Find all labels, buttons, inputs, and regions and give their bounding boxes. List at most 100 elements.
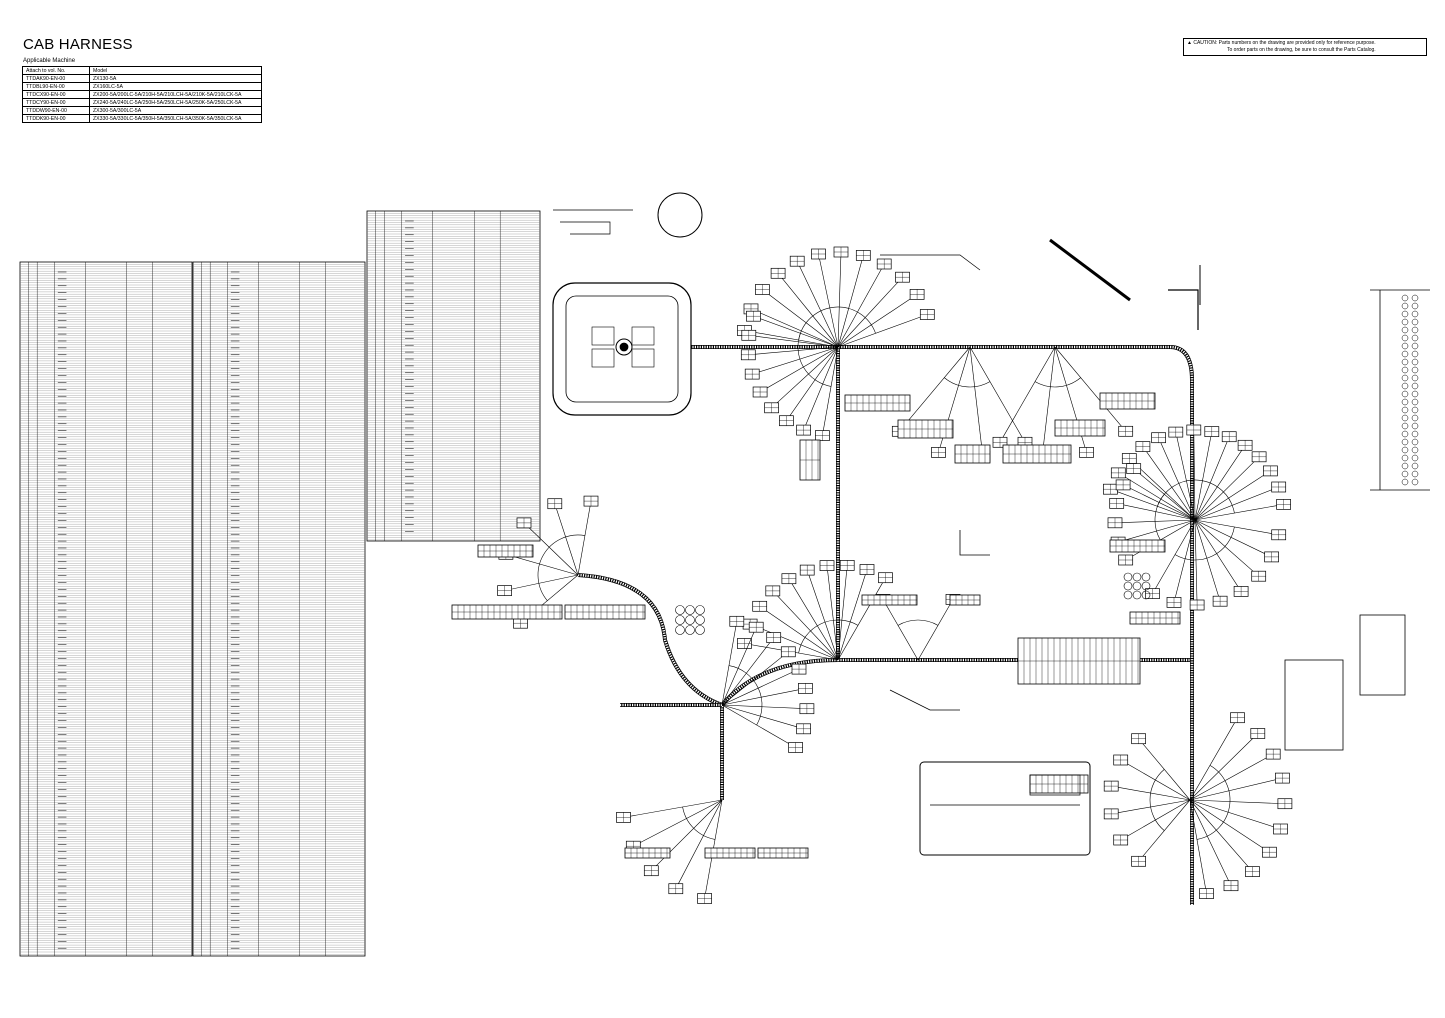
terminal [1411,446,1419,454]
connector-pins [895,272,910,283]
branch-wire [1054,346,1087,453]
branch-wire [1194,504,1284,521]
connector-pins [729,616,744,627]
connector-pins [1151,432,1166,443]
terminal [1401,310,1409,318]
branch-wire [777,273,839,348]
connector-block-grid [955,445,990,463]
connector-pins [815,430,830,441]
branch-wire [721,627,757,706]
branch-wire [1138,799,1191,862]
terminal [1401,318,1409,326]
terminal [1401,294,1409,302]
branch-wire [721,637,774,706]
terminal [1401,326,1409,334]
connector-pins [513,618,528,629]
connector-pins [1079,447,1094,458]
branch-wire [1189,799,1232,886]
connector-cavity [631,326,655,346]
warning-triangle-icon: ▲ [1187,40,1192,46]
branch-wire [1189,799,1253,872]
fan-arc [682,806,716,840]
clamp-detail-2 [959,530,990,556]
branch-wire [1194,519,1272,558]
connector-pins [1145,588,1160,599]
branch-wire [806,570,839,661]
terminal [1411,462,1419,470]
connector-block-grid [950,595,980,605]
connector-pins [1230,712,1245,723]
branch-wire [753,315,839,348]
branch-wire [1194,519,1198,606]
terminal [1401,414,1409,422]
terminal [1411,318,1419,326]
terminal [1411,382,1419,390]
grommet [1123,572,1133,582]
connector-pins [1168,427,1183,438]
fan-arc [797,333,832,387]
upper-left-branch-hatch [577,573,723,707]
terminal [1401,350,1409,358]
terminal [1411,406,1419,414]
branch-wire [837,276,903,348]
connector-pins [1245,866,1260,877]
connector-pins [788,742,803,753]
table-border [19,261,193,957]
fan-arc [1154,494,1165,541]
terminal [1411,366,1419,374]
grommet [675,625,685,635]
branch-wire [1194,519,1259,577]
connector-pins [764,402,779,413]
branch-wire [917,599,954,661]
connector-pins [798,683,813,694]
terminal [1401,454,1409,462]
connector-pins [796,425,811,436]
fan-arc [944,377,991,388]
branch-wire [837,263,885,348]
connector-pins [644,865,659,876]
branch-wire [837,569,868,661]
terminal [1411,398,1419,406]
connector-block-grid [565,605,645,619]
terminal [1411,478,1419,486]
branch-wire [899,346,971,432]
fan-top-lower [740,310,839,441]
branch-wire [837,577,886,661]
connector-pins [517,517,531,528]
grommet [685,625,695,635]
connector-block-grid [1003,445,1071,463]
connector-pins [877,259,892,269]
connector-block-grid [1018,638,1140,684]
connector-pins [749,622,764,633]
connector-pins [741,330,756,341]
connector-block-grid [1100,393,1155,409]
connector-pins [796,723,811,734]
connector-pins [1213,596,1228,607]
table-row-lines [20,264,192,955]
fan-arc [897,619,939,626]
connector-pins [1271,529,1286,540]
connector-pins [1276,499,1291,510]
connector-pins [1199,888,1214,899]
connector-pins [765,585,780,596]
terminal [1411,438,1419,446]
connector-pins [856,250,871,261]
table-symbols [57,271,67,949]
connector-pins [1262,847,1277,858]
connector-cavity [591,326,615,346]
connector-pins [993,437,1007,448]
wire-table-left [19,261,193,957]
grommet [685,615,695,625]
terminal [1401,342,1409,350]
branch-wire [748,335,839,348]
terminal [1401,390,1409,398]
connector-block-grid [758,848,808,858]
connector-pins [1251,571,1266,582]
connector-block-grid [1055,420,1105,436]
branch-wire [1189,777,1283,801]
grommet [1141,581,1151,591]
fan-arc [1034,377,1081,388]
branch-wire [721,621,738,706]
branch-wire [882,599,919,661]
